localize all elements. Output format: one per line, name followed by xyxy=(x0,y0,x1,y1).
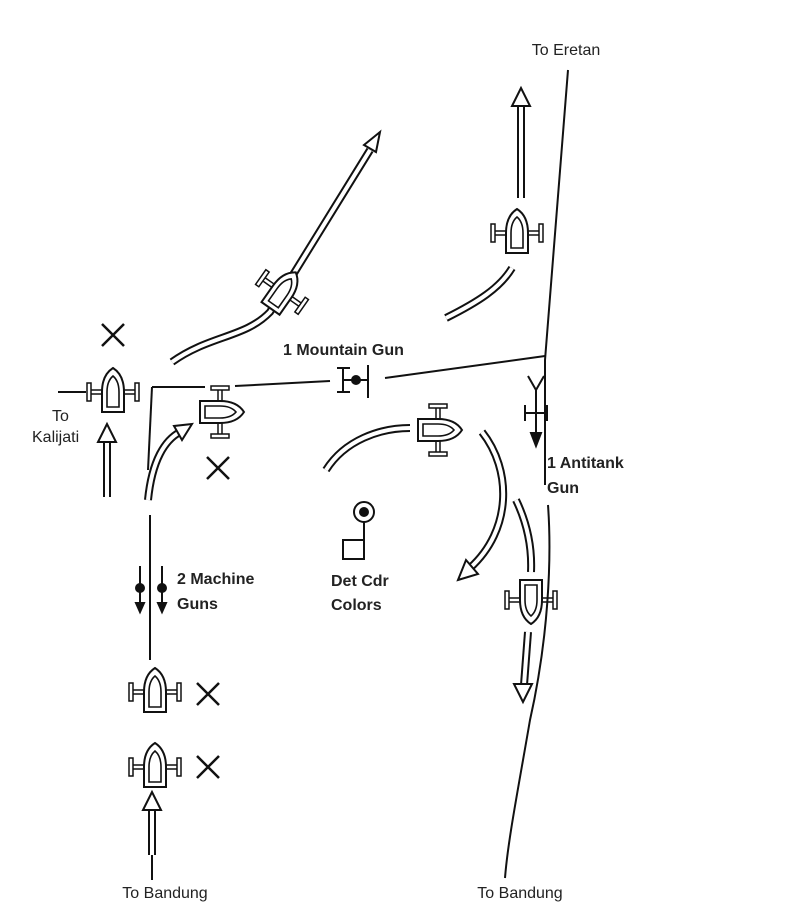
arrow-south-curve xyxy=(456,429,508,582)
arrow-northeast xyxy=(169,129,382,366)
det-cdr-colors-icon xyxy=(342,501,375,560)
arrow-curve-left xyxy=(144,422,194,501)
destroyed-x-icon xyxy=(205,455,231,481)
tank-icon xyxy=(86,367,140,413)
arrow-from-bandung xyxy=(141,789,163,855)
arrow-south xyxy=(512,631,534,705)
tank-icon xyxy=(128,667,182,713)
tank-icon xyxy=(199,385,245,439)
label-antitank-1: 1 Antitank xyxy=(547,455,624,472)
machine-gun-icon xyxy=(134,566,168,615)
mountain-gun-icon xyxy=(337,365,369,398)
label-to-bandung-left: To Bandung xyxy=(122,885,207,902)
destroyed-x-icon xyxy=(195,754,221,780)
label-to-kalijati-2: Kalijati xyxy=(32,429,79,446)
antitank-gun-icon xyxy=(524,375,548,449)
destroyed-x-icon xyxy=(100,322,126,348)
movement-arrows xyxy=(96,85,536,855)
label-to-eretan: To Eretan xyxy=(532,42,600,59)
label-to-kalijati-1: To xyxy=(52,408,69,425)
label-machine-guns-2: Guns xyxy=(177,596,218,613)
track-curve xyxy=(444,265,516,322)
tank-icon xyxy=(417,403,463,457)
roads xyxy=(58,69,569,880)
arrow-kalijati xyxy=(96,421,118,497)
label-antitank-2: Gun xyxy=(547,480,579,497)
tank-icon xyxy=(128,742,182,788)
destroyed-x-icon xyxy=(195,681,221,707)
tank-icon xyxy=(248,256,319,325)
tank-icon xyxy=(490,208,544,254)
arrow-north xyxy=(510,85,532,198)
label-to-bandung-right: To Bandung xyxy=(477,885,562,902)
label-machine-guns-1: 2 Machine xyxy=(177,571,254,588)
label-det-cdr-2: Colors xyxy=(331,597,382,614)
label-det-cdr-1: Det Cdr xyxy=(331,573,389,590)
label-mountain-gun: 1 Mountain Gun xyxy=(283,342,404,359)
